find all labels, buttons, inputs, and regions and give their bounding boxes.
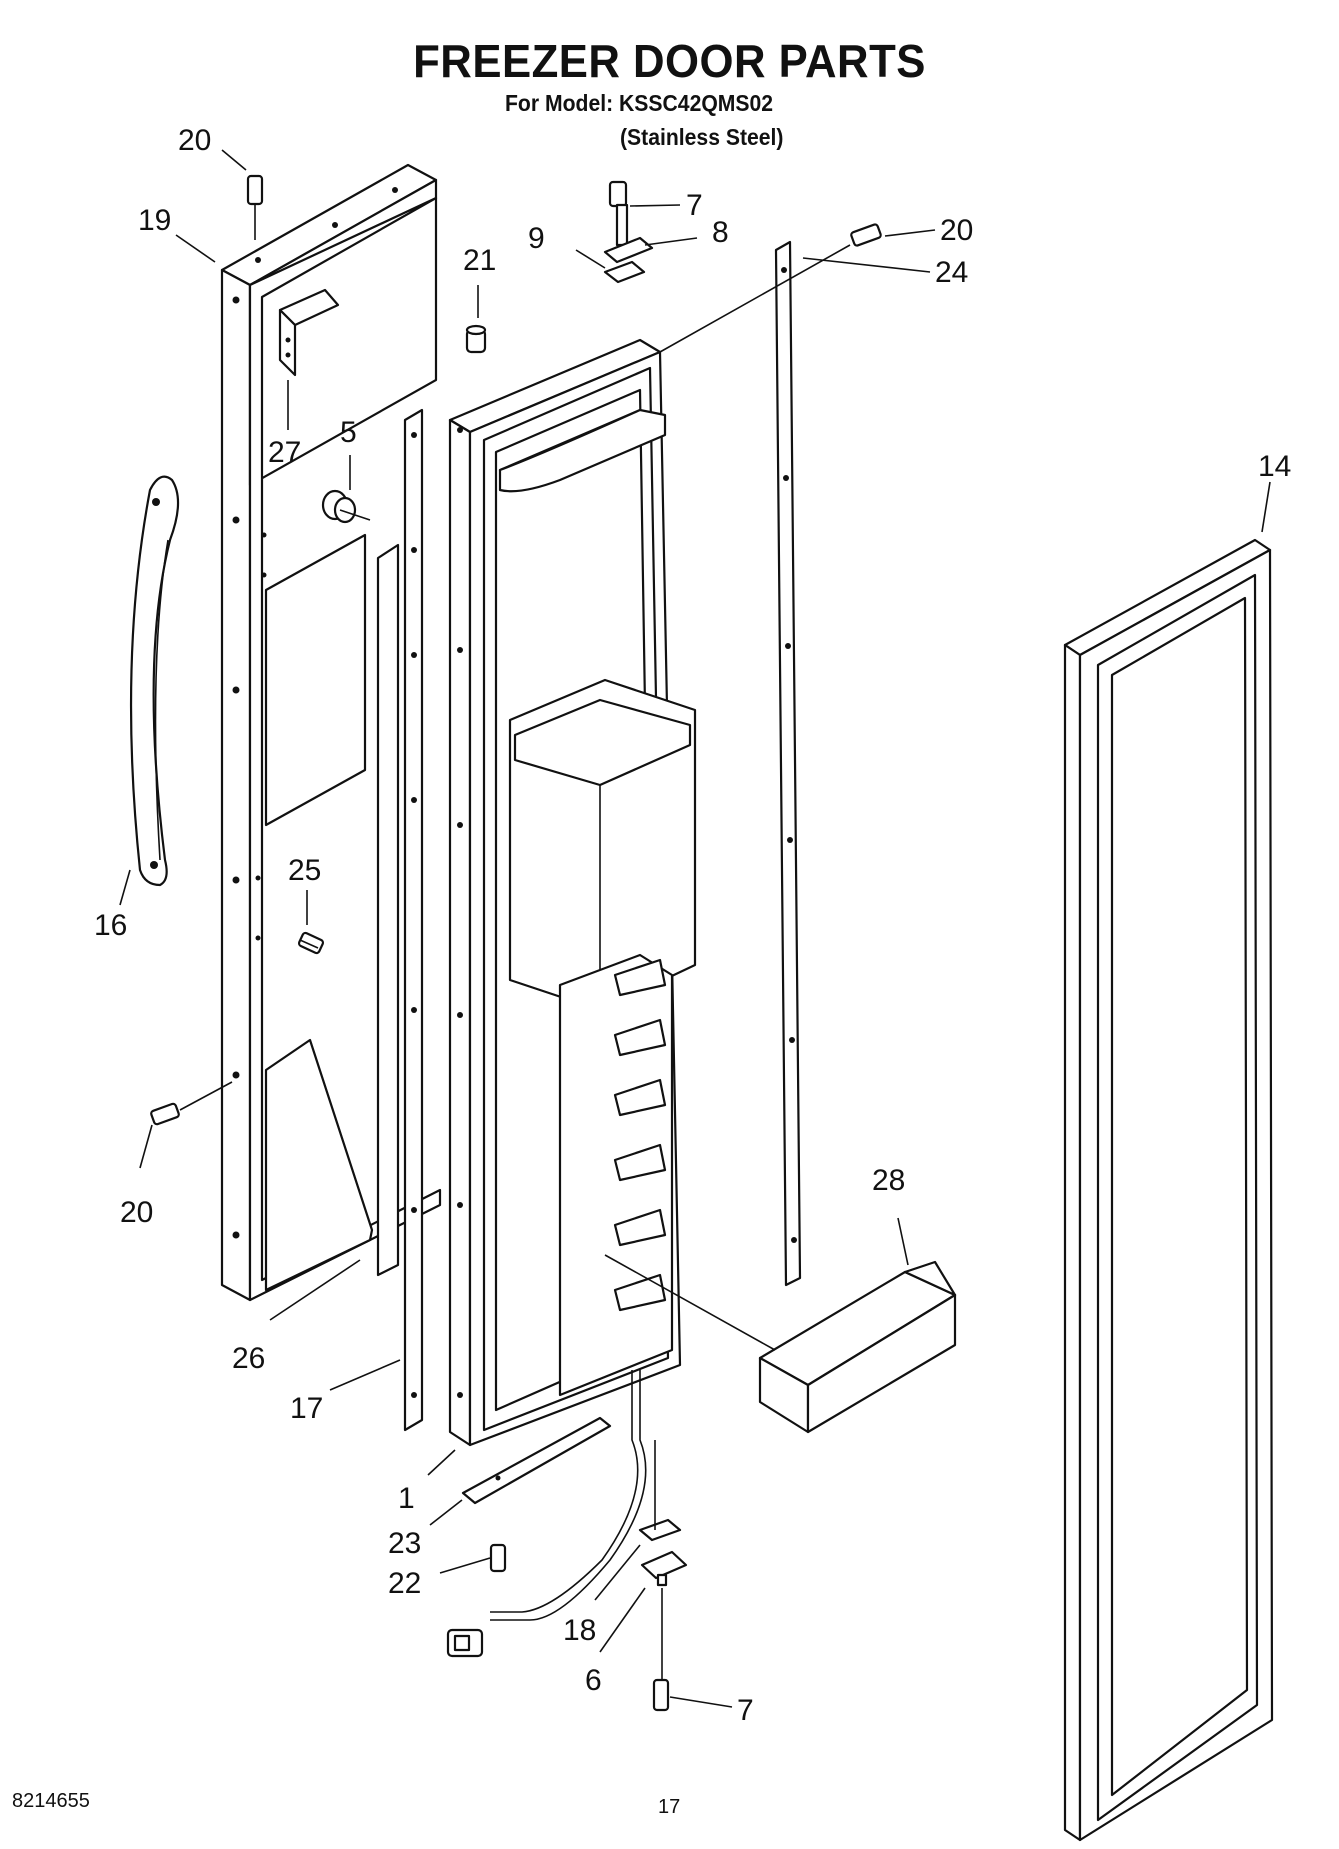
- callout-24: 24: [935, 256, 968, 289]
- document-number: 8214655: [12, 1790, 90, 1812]
- part-19-door-panel: [220, 163, 442, 1302]
- callout-16: 16: [94, 909, 127, 942]
- callout-28: 28: [872, 1164, 905, 1197]
- callout-20-right: 20: [940, 214, 973, 247]
- page-title: FREEZER DOOR PARTS: [413, 35, 926, 87]
- part-25-screw: [297, 931, 325, 955]
- leader-line-liner: [659, 244, 851, 353]
- part-22-screw: [489, 1543, 507, 1573]
- callout-18: 18: [563, 1614, 596, 1647]
- part-20-screw-top: [246, 174, 264, 240]
- part-5-bumper: [321, 489, 357, 524]
- callout-27: 27: [268, 436, 301, 469]
- page-number: 17: [658, 1796, 681, 1818]
- wire-harness: [446, 1370, 647, 1658]
- callout-7-bottom: 7: [737, 1694, 754, 1727]
- callout-26: 26: [232, 1342, 265, 1375]
- callout-23: 23: [388, 1527, 421, 1560]
- part-14-door-frame: [1063, 538, 1274, 1842]
- callout-22: 22: [388, 1567, 421, 1600]
- callout-1: 1: [398, 1482, 415, 1515]
- part-16-handle: [129, 475, 180, 887]
- callout-25: 25: [288, 854, 321, 887]
- part-21-plug: [465, 324, 487, 354]
- part-8-hinge-pin: [603, 203, 654, 264]
- model-line: For Model: KSSC42QMS02: [505, 90, 774, 116]
- part-6-hinge: [640, 1550, 688, 1587]
- callout-14: 14: [1258, 450, 1291, 483]
- callout-9: 9: [528, 222, 545, 255]
- callout-20-top: 20: [178, 124, 211, 157]
- callout-7-top: 7: [686, 189, 703, 222]
- part-27-bracket: [278, 288, 340, 377]
- part-9-washer: [603, 260, 646, 284]
- callout-6: 6: [585, 1664, 602, 1697]
- part-28-door-bin: [604, 1254, 957, 1434]
- part-7-screw-top: [608, 180, 628, 208]
- part-7-screw-bottom: [652, 1678, 670, 1712]
- callout-19: 19: [138, 204, 171, 237]
- part-23-hinge-bracket: [461, 1416, 612, 1505]
- part-1-door-liner: [448, 338, 697, 1447]
- part-24-gasket-strip: [774, 240, 802, 1287]
- callout-21: 21: [463, 244, 496, 277]
- part-20-screw-lower: [150, 1081, 233, 1126]
- part-26-strip: [376, 543, 400, 1277]
- callout-numbers: 20 19 27 5 16 25 20 26 17 1 23 22 18 6 7…: [94, 124, 1291, 1727]
- part-20-screw-right: [850, 223, 882, 247]
- part-17-gasket-strip: [403, 408, 424, 1432]
- callout-5: 5: [340, 416, 357, 449]
- callout-8: 8: [712, 216, 729, 249]
- finish-line: (Stainless Steel): [620, 124, 784, 150]
- callout-20-lower: 20: [120, 1196, 153, 1229]
- part-18-hinge-plate: [638, 1518, 682, 1542]
- callout-17: 17: [290, 1392, 323, 1425]
- callout-leaders: [119, 149, 1271, 1708]
